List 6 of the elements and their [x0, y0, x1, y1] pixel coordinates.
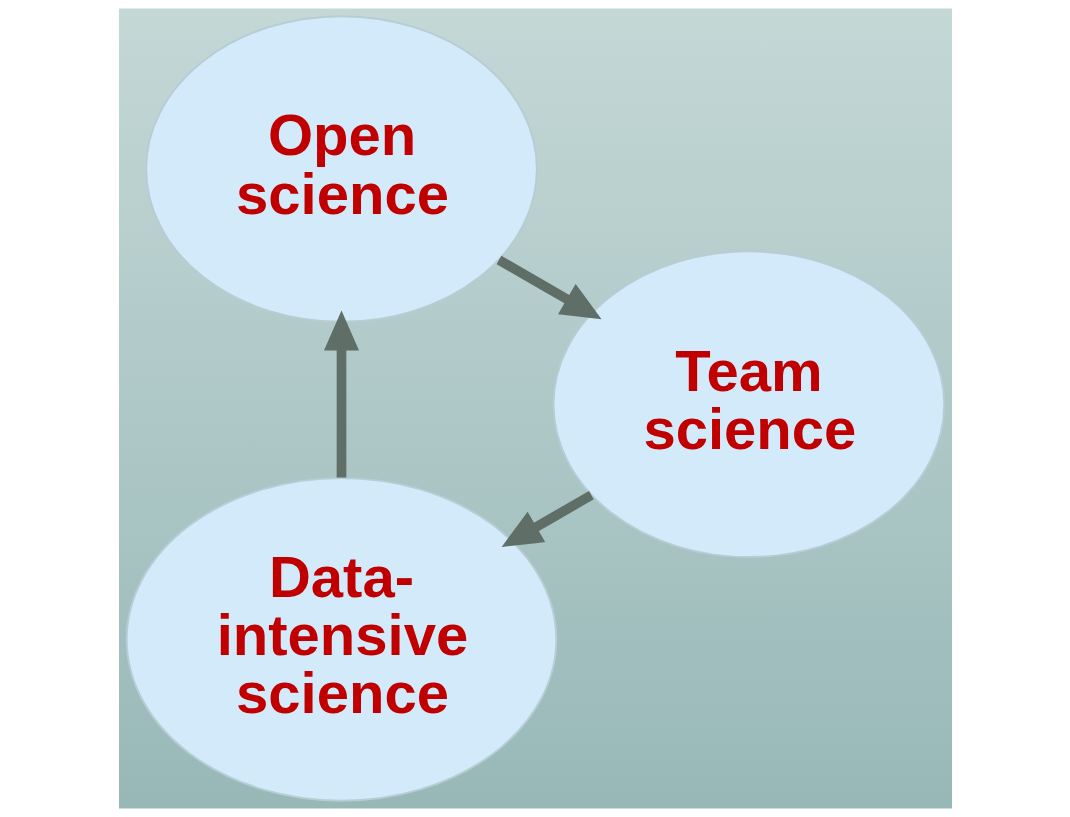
node-ellipse: Team science — [552, 250, 945, 558]
arrow — [501, 490, 594, 547]
node-ellipse: Open science — [144, 15, 538, 323]
node-ellipse: Data-intensive science — [125, 477, 557, 802]
arrow — [323, 310, 359, 478]
arrow — [496, 255, 602, 320]
